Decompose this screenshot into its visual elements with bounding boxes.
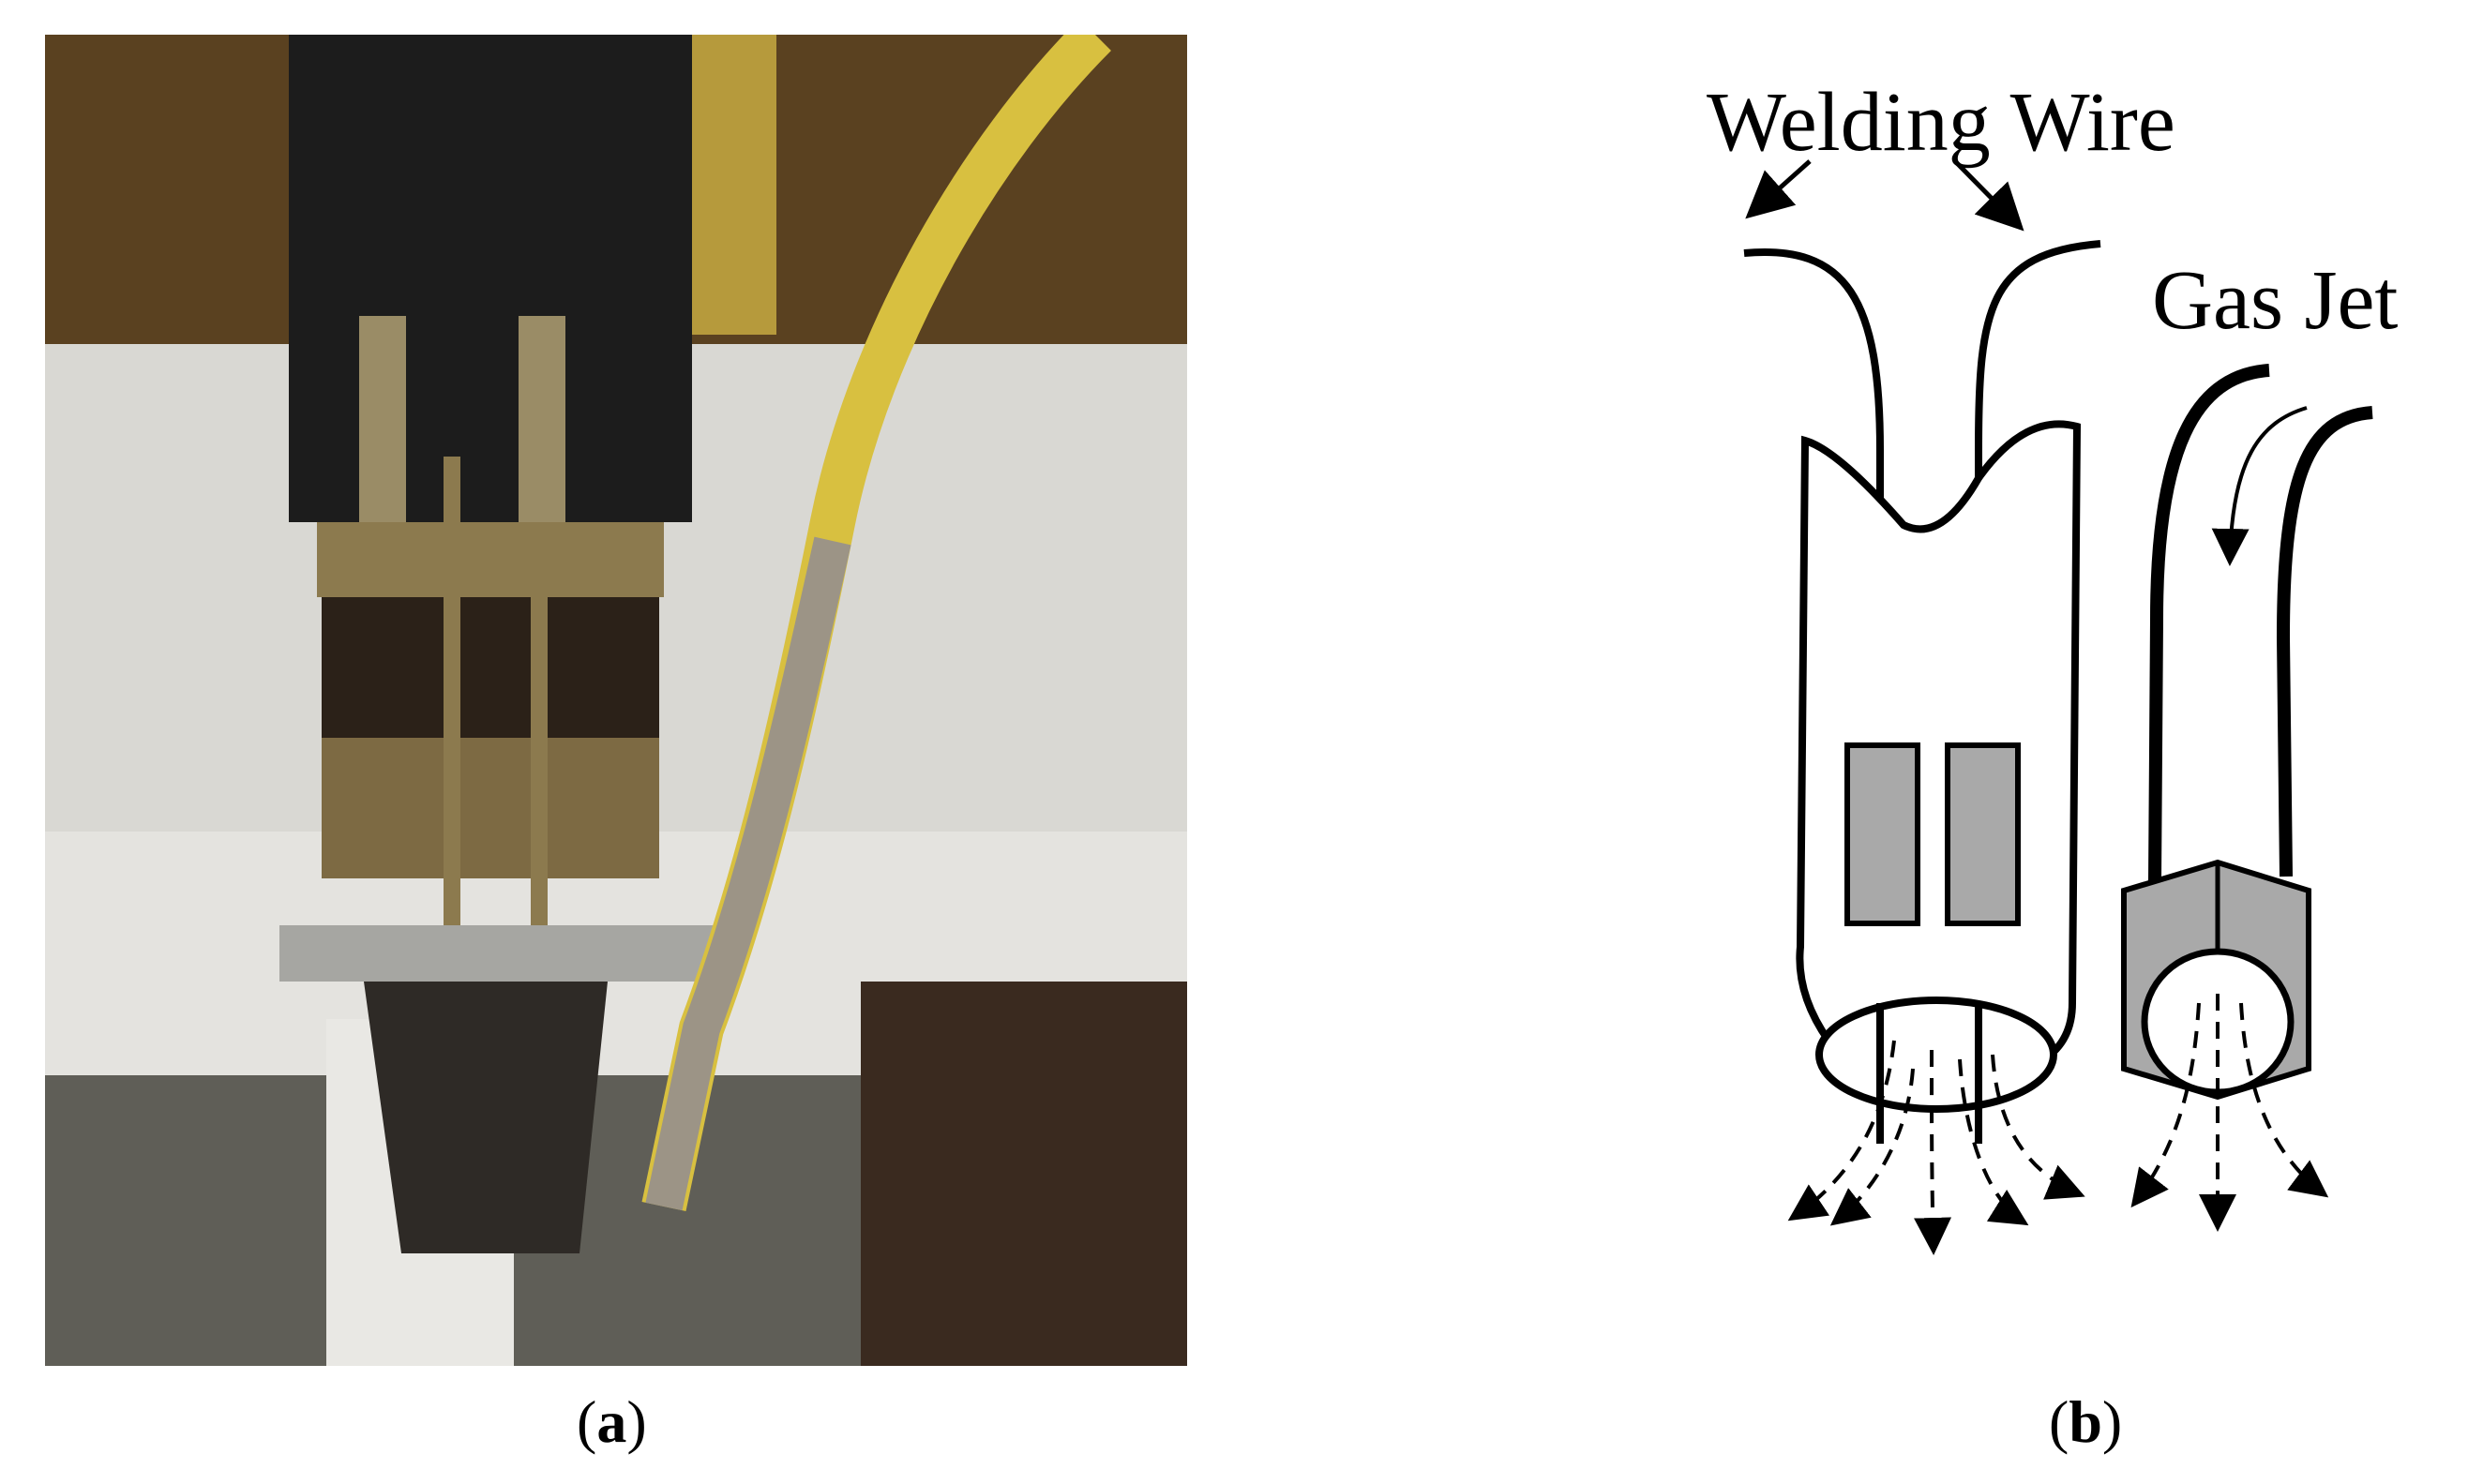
contact-tip-left (1844, 742, 1920, 926)
photo-gas-hose-metal (645, 536, 851, 1211)
photo-workpiece (861, 982, 1187, 1366)
contact-tube-outlet (1815, 997, 2057, 1113)
nozzle-schematic: Welding Wire Gas Jet (1707, 76, 2398, 1255)
welding-wire-arrow-left (1745, 159, 1812, 219)
photo-connector-right (519, 316, 565, 522)
photo-wire-tube-right (531, 522, 548, 925)
photo-torch-nozzle (364, 982, 608, 1253)
gas-flow-lines (2130, 993, 2329, 1232)
gas-jet-label: Gas Jet (2152, 254, 2398, 347)
photo-connector-left (359, 316, 406, 522)
contact-tip-right (1945, 742, 2021, 926)
photo-torch-dark-band (322, 597, 659, 738)
caption-a: (a) (577, 1388, 647, 1455)
contact-tube-body (1796, 420, 2082, 1064)
welding-wire-left (1743, 248, 1884, 1144)
welding-wire-label: Welding Wire (1707, 76, 2175, 169)
welding-wire-arrow-right (1953, 159, 2024, 232)
gas-nozzle-outlet (2141, 948, 2295, 1096)
arc-flow-lines (1787, 1040, 2085, 1255)
welding-wire-right (1975, 240, 2101, 1144)
gas-tube-inner (2276, 406, 2373, 877)
photo-torch-brass-nut (322, 738, 659, 878)
photo-torch-clamp (279, 925, 720, 982)
photo-torch-housing (289, 35, 692, 522)
gas-flow-arrow (2211, 406, 2308, 566)
photo-wire-tube-left (444, 457, 460, 925)
gas-tube-outer (2148, 364, 2270, 882)
photo-torch-brass-ring (317, 522, 664, 597)
caption-b: (b) (2049, 1388, 2123, 1455)
welding-torch-photo (45, 35, 1187, 1366)
